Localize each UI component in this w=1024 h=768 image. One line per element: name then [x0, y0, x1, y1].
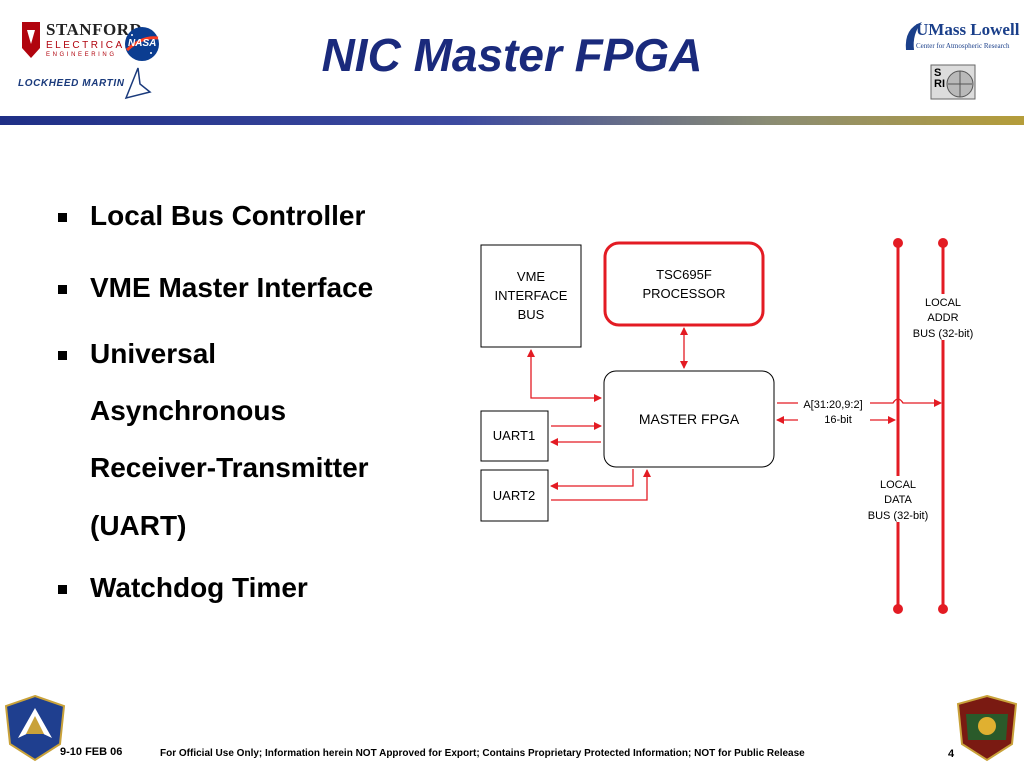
link-uart2-fpga-b: [551, 469, 651, 501]
afrl-emblem-left: [4, 694, 66, 762]
stanford-tree-icon: [22, 22, 40, 58]
afrl-emblem-right: [956, 694, 1018, 762]
vme-label-3: BUS: [518, 307, 545, 322]
local-addr-label-2: ADDR: [927, 312, 958, 324]
link-uart2-fpga-a: [550, 469, 634, 490]
link-vme-fpga: [527, 349, 602, 402]
umass-subtitle: Center for Atmospheric Research: [916, 42, 1010, 50]
addr-label-1: A[31:20,9:2]: [803, 399, 862, 411]
local-data-label-2: DATA: [884, 494, 912, 506]
lockheed-martin-logo: LOCKHEED MARTIN: [18, 67, 152, 100]
uart1-box: [480, 410, 549, 462]
sri-globe-icon: [930, 64, 976, 100]
bullet-marker: [58, 285, 67, 294]
sri-wordmark: SRI: [934, 67, 945, 90]
stanford-subtitle: ELECTRICAL: [46, 40, 133, 51]
stanford-wordmark: STANFORD: [46, 20, 143, 39]
shield-emblem-icon: [4, 694, 66, 762]
uart1-label: UART1: [493, 428, 535, 443]
vme-label-1: VME: [517, 269, 546, 284]
processor-box: [603, 241, 765, 327]
fpga-label: MASTER FPGA: [639, 411, 740, 427]
stanford-logo: STANFORD ELECTRICAL ENGINEERING: [18, 18, 142, 64]
local-addr-label-1: LOCAL: [925, 297, 961, 309]
local-addr-bus-bottom-terminal: [938, 604, 948, 614]
footer-date: 9-10 FEB 06: [60, 746, 123, 758]
bullet-marker: [58, 213, 67, 222]
uart2-label: UART2: [493, 488, 535, 503]
lockheed-wordmark: LOCKHEED MARTIN: [18, 78, 125, 89]
local-data-label-background: [860, 476, 936, 522]
local-data-bus-bottom-terminal: [893, 604, 903, 614]
bullet-marker: [58, 585, 67, 594]
local-data-bus-top-terminal: [893, 238, 903, 248]
footer-notice: For Official Use Only; Information herei…: [160, 748, 805, 759]
nasa-logo: NASA: [124, 26, 160, 62]
local-data-label-3: BUS (32-bit): [868, 510, 929, 522]
vme-label-2: INTERFACE: [495, 288, 568, 303]
fpga-box: [603, 370, 775, 468]
local-addr-bus-top-terminal: [938, 238, 948, 248]
slide-title: NIC Master FPGA: [321, 29, 703, 81]
processor-label-2: PROCESSOR: [642, 286, 725, 301]
page-number: 4: [948, 748, 955, 760]
lockheed-star-icon: [124, 67, 152, 100]
processor-label-1: TSC695F: [656, 267, 712, 282]
uart2-box: [480, 469, 549, 522]
local-addr-label-3: BUS (32-bit): [913, 328, 974, 340]
umass-wordmark: UMass Lowell: [916, 20, 1020, 39]
umass-swoosh-icon: [905, 22, 922, 50]
local-data-label-1: LOCAL: [880, 479, 916, 491]
addr-label-background: [798, 396, 870, 426]
header-divider: [0, 116, 1024, 125]
stanford-subtitle-2: ENGINEERING: [46, 52, 117, 58]
bullet-marker: [58, 351, 67, 360]
umass-lowell-logo: UMass Lowell Center for Atmospheric Rese…: [902, 18, 1020, 58]
vme-box: [480, 244, 582, 348]
nasa-meatball-icon: [125, 27, 159, 61]
crest-emblem-icon: [956, 694, 1018, 762]
sri-logo: SRI: [930, 64, 980, 102]
addr-label-2: 16-bit: [824, 414, 852, 426]
nasa-wordmark: NASA: [128, 38, 157, 49]
local-addr-label-background: [903, 294, 979, 340]
